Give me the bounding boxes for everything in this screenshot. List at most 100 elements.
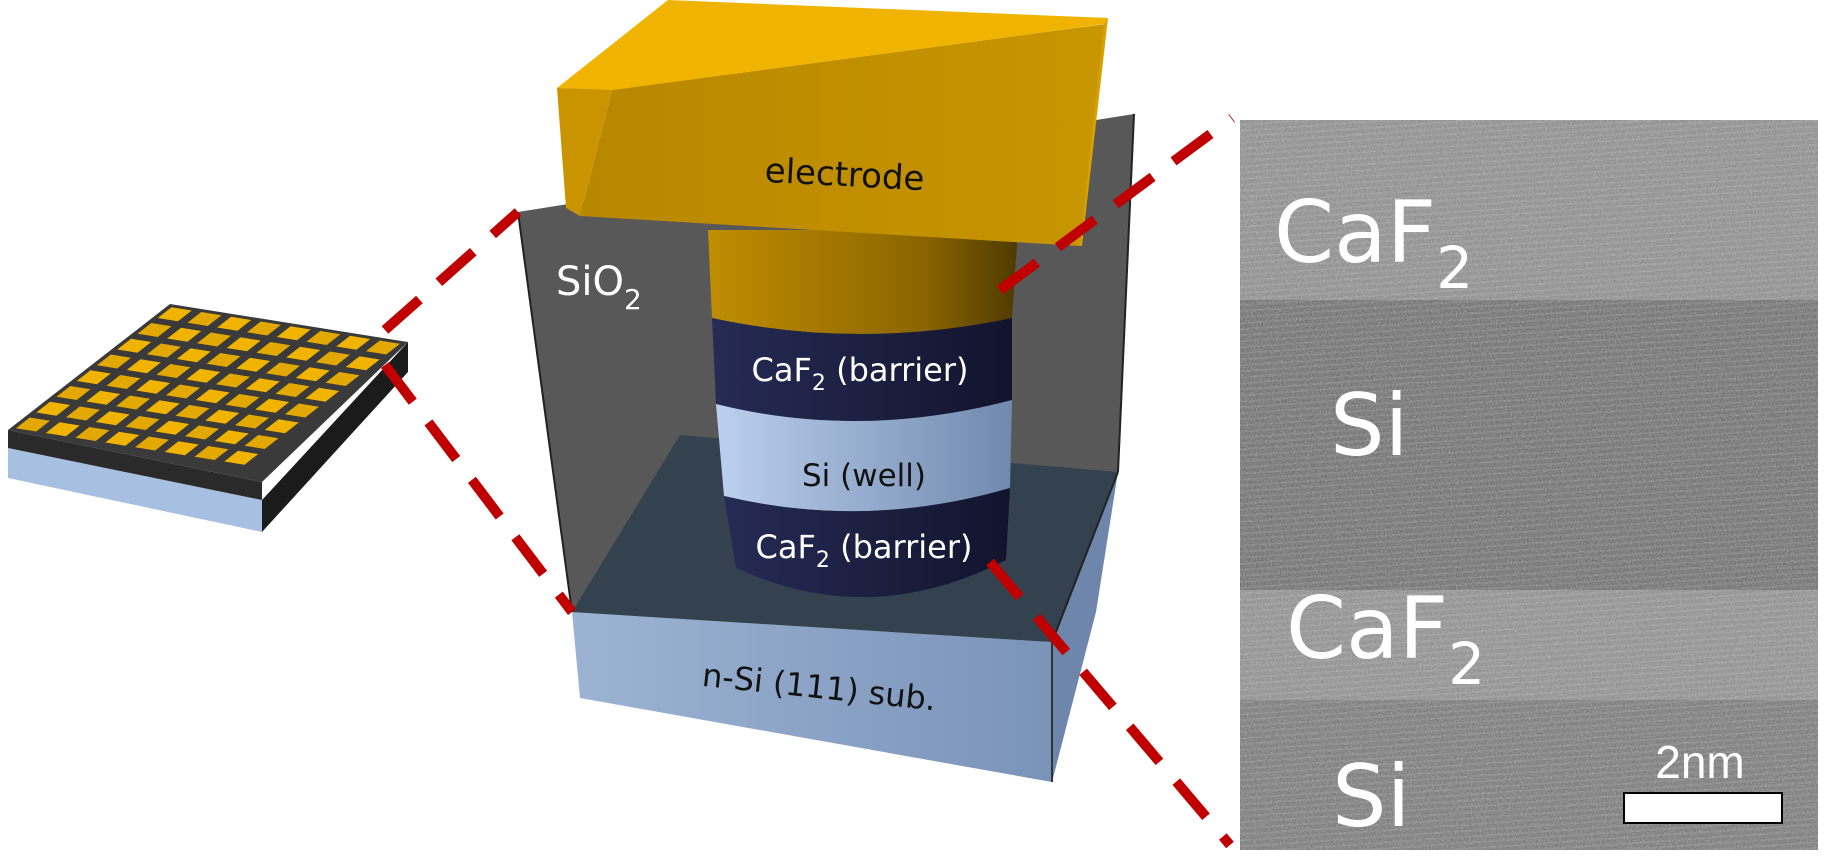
zoom-lines <box>381 113 1235 849</box>
chip-pad <box>164 441 199 456</box>
chip-pad <box>45 422 80 437</box>
chip-pad <box>345 356 380 371</box>
chip-pad <box>56 386 91 400</box>
well-layer <box>716 400 1012 512</box>
chip-pad <box>325 372 360 386</box>
chip-pad <box>295 367 330 382</box>
electrode-side-face <box>1080 18 1108 246</box>
tem-noise-texture <box>1240 120 1818 850</box>
chip-pad <box>247 321 281 336</box>
chip-pad <box>95 411 130 426</box>
chip-pad <box>167 327 202 342</box>
barrier-layer-bottom <box>724 488 1010 598</box>
barrier-layer-top <box>712 318 1012 422</box>
chip-pad <box>306 331 341 345</box>
chip-pad <box>366 340 400 355</box>
chip-pad <box>126 359 161 374</box>
tem-label-caf2-bottom: CaF2 <box>1286 579 1485 698</box>
chip-pad <box>245 378 280 393</box>
chip-pad <box>206 353 241 367</box>
zoom-line-tem-top <box>997 113 1235 295</box>
chip-pad <box>145 400 180 415</box>
chip-pad <box>16 417 50 432</box>
chip-pad <box>86 390 121 405</box>
chip-pad <box>256 342 291 356</box>
chip-pad <box>187 312 222 326</box>
chip-pad <box>106 375 141 389</box>
electrode-front-face <box>580 24 1106 246</box>
chip-pad <box>255 398 290 413</box>
chip-pad <box>194 446 229 460</box>
substrate-front-face <box>572 612 1052 782</box>
tem-label-si-bottom: Si <box>1332 747 1410 847</box>
box-edge-left <box>517 211 573 613</box>
chip-pad <box>224 450 259 465</box>
chip-pad <box>214 430 249 445</box>
layer-label-barrier-top: CaF2 (barrier) <box>752 351 969 396</box>
device-cross-section: electrode SiO2 CaF2 (barrier) Si (well) … <box>517 0 1135 782</box>
chip-pad <box>276 326 311 341</box>
chip-pad <box>36 401 71 416</box>
tem-image: CaF2 Si CaF2 Si 2nm <box>1240 120 1818 850</box>
chip-pad <box>125 416 160 430</box>
layer-label-well: Si (well) <box>802 458 926 494</box>
chip-pad <box>116 395 150 410</box>
sio2-label: SiO2 <box>556 259 642 316</box>
electrode-stub <box>708 230 1018 334</box>
chip-pad <box>185 425 219 440</box>
chip-pad <box>216 373 250 388</box>
chip-pad <box>137 323 172 337</box>
electrode-top-face <box>557 0 1108 90</box>
chip-pad <box>236 357 271 372</box>
chip-pad <box>157 307 192 322</box>
electrode-label: electrode <box>764 151 926 199</box>
chip-pad <box>66 406 100 421</box>
chip-pad <box>117 338 152 353</box>
layer-label-barrier-bottom: CaF2 (barrier) <box>756 528 973 573</box>
chip-pad <box>175 405 210 419</box>
chip-pad <box>147 343 181 358</box>
chip-pad <box>235 414 269 429</box>
chip-pad <box>217 316 252 331</box>
chip-pad <box>226 337 261 352</box>
chip-pad <box>176 348 211 363</box>
zoom-line-tem-bottom <box>986 558 1234 849</box>
chip-pad <box>155 420 190 435</box>
chip-pad <box>225 394 260 408</box>
chip-pad <box>76 370 111 385</box>
tem-label-si: Si <box>1330 376 1408 476</box>
chip-oxide-front <box>8 430 262 500</box>
chip-pad <box>205 409 240 424</box>
chip-substrate-side <box>262 342 408 532</box>
chip-pad <box>135 436 169 451</box>
chip-pad <box>285 403 319 418</box>
chip-array-icon <box>8 304 408 532</box>
chip-pad <box>316 351 350 366</box>
chip-pad <box>97 354 131 369</box>
chip-electrode-pads <box>16 307 400 465</box>
box-edge-right <box>1117 113 1135 473</box>
zoom-line-chip-top <box>381 208 522 334</box>
chip-pad <box>186 368 221 383</box>
chip-pad <box>156 364 191 378</box>
chip-pad <box>336 335 371 350</box>
chip-pad <box>195 389 230 404</box>
chip-pad <box>197 332 231 347</box>
scale-bar <box>1623 792 1783 824</box>
substrate-side-face <box>1052 472 1118 782</box>
chip-pad <box>275 383 310 397</box>
chip-pad <box>266 362 300 377</box>
box-edge-bottom-right <box>1051 471 1119 643</box>
scale-bar-label: 2nm <box>1655 736 1744 788</box>
chip-pad <box>166 384 200 399</box>
chip-pad <box>264 419 299 434</box>
tem-label-caf2-top: CaF2 <box>1274 183 1473 302</box>
chip-pad <box>305 387 340 402</box>
chip-pad <box>105 431 140 446</box>
chip-pad <box>136 379 171 394</box>
chip-substrate-front <box>8 448 262 532</box>
chip-pad <box>286 346 321 361</box>
chip-pad <box>244 435 279 449</box>
